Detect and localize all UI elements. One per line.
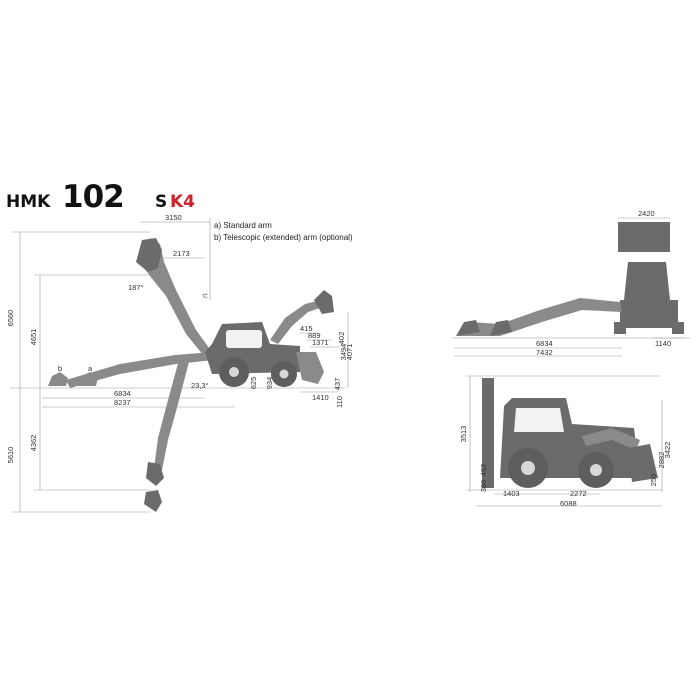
dim-4362: 4362 bbox=[29, 435, 38, 452]
dim-3422: 3422 bbox=[663, 442, 672, 459]
dim-6834: 6834 bbox=[114, 389, 131, 398]
front-wheel-hub-transport bbox=[590, 464, 602, 476]
dim-4071: 4071 bbox=[345, 344, 354, 361]
bucket-rear-extended bbox=[456, 320, 480, 336]
dim-415: 415 bbox=[300, 324, 313, 333]
dim-437: 437 bbox=[333, 378, 342, 391]
dim-7432: 7432 bbox=[536, 348, 553, 357]
dim-6088: 6088 bbox=[560, 499, 577, 508]
dim-2882: 2882 bbox=[657, 452, 666, 469]
dim-1140: 1140 bbox=[655, 339, 671, 348]
dim-5610: 5610 bbox=[6, 447, 15, 464]
dim-492: 492 bbox=[479, 464, 488, 477]
backhoe-arm-digging bbox=[154, 356, 190, 470]
dim-402: 402 bbox=[337, 332, 346, 345]
brand-model-suffix: S bbox=[155, 192, 167, 212]
dim-2420: 2420 bbox=[638, 209, 655, 218]
loader-arm-transport bbox=[582, 428, 640, 450]
stabilizer-right-rear bbox=[672, 322, 684, 334]
loader-bucket-ground bbox=[296, 352, 324, 384]
stabilizer-left-rear bbox=[614, 322, 626, 334]
dim-1403: 1403 bbox=[503, 489, 520, 498]
legend-standard-arm: a) Standard arm bbox=[214, 221, 272, 230]
dim-1371: 1371 bbox=[312, 338, 329, 347]
bucket-telescopic-reach bbox=[48, 372, 68, 386]
front-wheel-hub-side bbox=[279, 369, 289, 379]
dim-2173: 2173 bbox=[173, 249, 190, 258]
brand-model-number: 102 bbox=[62, 179, 124, 215]
dim-889: 889 bbox=[308, 331, 321, 340]
dim-110: 110 bbox=[335, 396, 344, 408]
backhoe-arm-folded bbox=[482, 378, 494, 488]
cab-window-transport bbox=[514, 408, 564, 432]
dim-934: 934 bbox=[265, 377, 274, 390]
dim-3494: 3494 bbox=[339, 344, 348, 361]
rear-wheel-hub-transport bbox=[521, 461, 535, 475]
rear-view: 2420 6834 7432 1140 bbox=[452, 209, 690, 357]
dim-1410: 1410 bbox=[312, 393, 329, 402]
brand-logo: HMK 102 S K4 bbox=[6, 179, 195, 215]
backhoe-arm-ground-reach bbox=[66, 352, 214, 388]
dim-625: 625 bbox=[249, 377, 258, 390]
dim-6834-rear: 6834 bbox=[536, 339, 553, 348]
cab-rear bbox=[624, 262, 670, 300]
rear-wheel-hub-side bbox=[229, 367, 239, 377]
bucket-raised bbox=[136, 238, 162, 272]
cab-window-side bbox=[226, 330, 262, 348]
dim-8237: 8237 bbox=[114, 398, 131, 407]
dim-3150: 3150 bbox=[165, 213, 182, 222]
marker-a: a bbox=[88, 364, 93, 373]
marker-b: b bbox=[58, 364, 62, 373]
brand-model-prefix: HMK bbox=[6, 192, 51, 212]
transport-view: 3513 380 492 1403 2272 6088 2882 3422 25… bbox=[459, 375, 672, 508]
loader-bucket-transport bbox=[628, 444, 658, 482]
arm-legend: a) Standard arm b) Telescopic (extended)… bbox=[214, 221, 353, 242]
dim-250: 250 bbox=[649, 474, 658, 487]
dim-2272: 2272 bbox=[570, 489, 587, 498]
cab-roof-rear bbox=[618, 222, 670, 252]
chassis-rear bbox=[620, 300, 678, 328]
bucket-digging-standard bbox=[146, 462, 164, 486]
backhoe-arm-rear-extended bbox=[456, 298, 622, 336]
loader-bucket-raised bbox=[314, 290, 334, 314]
legend-telescopic-arm: b) Telescopic (extended) arm (optional) bbox=[214, 233, 353, 242]
brand-model-variant: K4 bbox=[170, 192, 195, 212]
bucket-digging-telescopic bbox=[144, 490, 162, 512]
side-view: 6560 5610 4651 4362 3150 2173 6834 8237 … bbox=[6, 213, 354, 513]
angle-187: 187° bbox=[128, 283, 144, 292]
angle-23-3: 23,3° bbox=[191, 381, 209, 390]
dim-3513: 3513 bbox=[459, 426, 468, 443]
dim-6560: 6560 bbox=[6, 310, 15, 327]
dim-4651: 4651 bbox=[29, 329, 38, 346]
bucket-curl-mark: ⊂ bbox=[202, 291, 208, 300]
bucket-rear-standard bbox=[490, 320, 512, 336]
dim-380: 380 bbox=[479, 480, 488, 493]
loader-arm-raised bbox=[270, 300, 326, 344]
